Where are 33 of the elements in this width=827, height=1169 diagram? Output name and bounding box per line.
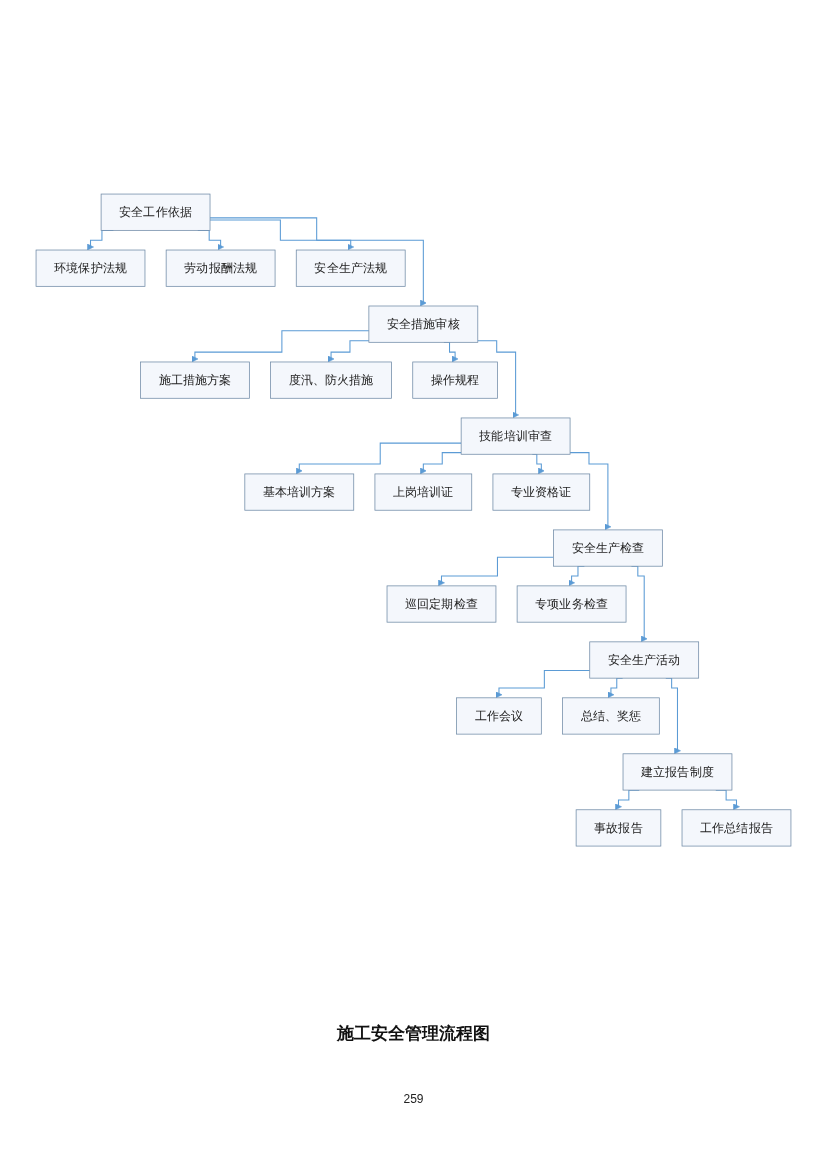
node-box: 度汛、防火措施 (270, 361, 392, 399)
node-box: 专项业务检查 (516, 585, 627, 623)
node-box: 专业资格证 (492, 473, 591, 511)
arrow (295, 442, 462, 475)
node-box: 环境保护法规 (35, 249, 146, 287)
arrow (209, 219, 355, 251)
page-number: 259 (403, 1092, 424, 1106)
arrow (477, 340, 519, 419)
arrow (438, 556, 554, 587)
node-box: 安全工作依据 (100, 193, 211, 231)
node-box: 安全生产活动 (589, 641, 700, 679)
arrow (209, 217, 427, 307)
node-box: 建立报告制度 (622, 753, 733, 791)
node-box: 总结、奖惩 (562, 697, 660, 735)
arrow (327, 340, 370, 363)
node-box: 工作总结报告 (681, 809, 792, 847)
arrow (495, 669, 591, 699)
node-box: 安全措施审核 (368, 305, 479, 343)
node-box: 工作会议 (456, 697, 542, 735)
arrow (420, 452, 462, 475)
node-box: 安全生产法规 (295, 249, 406, 287)
node-box: 事故报告 (575, 809, 662, 847)
node-box: 基本培训方案 (244, 473, 355, 511)
node-box: 技能培训审查 (460, 417, 571, 455)
node-box: 操作规程 (412, 361, 498, 399)
node-box: 安全生产检查 (553, 529, 663, 567)
node-box: 施工措施方案 (140, 361, 250, 399)
arrow (569, 452, 612, 531)
node-box: 劳动报酬法规 (165, 249, 276, 287)
node-box: 上岗培训证 (374, 473, 473, 511)
node-box: 巡回定期检查 (386, 585, 497, 623)
arrow (191, 330, 370, 363)
caption: 施工安全管理流程图 (337, 1023, 490, 1043)
